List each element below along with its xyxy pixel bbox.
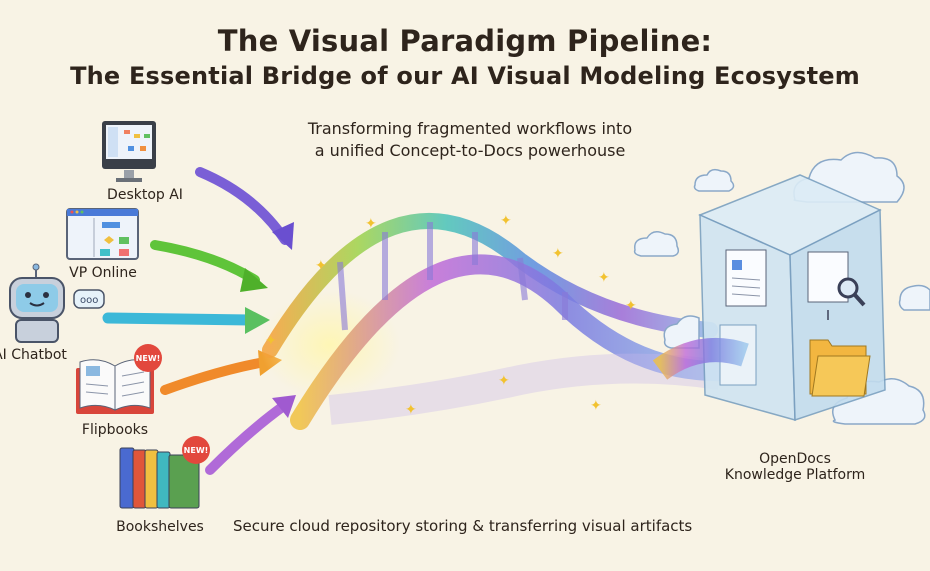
subtitle-line-2: a unified Concept-to-Docs powerhouse: [314, 141, 626, 160]
books-icon: [119, 447, 200, 509]
svg-text:✦: ✦: [590, 398, 602, 414]
svg-text:✦: ✦: [500, 213, 512, 229]
label-flipbooks: Flipbooks: [81, 422, 149, 438]
arrowhead-chatbot: [245, 307, 270, 334]
svg-text:✦: ✦: [498, 373, 510, 389]
browser-window-icon: [66, 208, 139, 260]
arrowhead-vponline: [240, 268, 268, 292]
label-bookshelves: Bookshelves: [116, 519, 204, 535]
arrow-desktop: [195, 167, 290, 245]
flow-arrows: [102, 167, 296, 475]
arrow-chatbot: [102, 312, 256, 326]
svg-text:✦: ✦: [265, 333, 277, 349]
search-document-icon: [807, 251, 866, 320]
svg-text:NEW!: NEW!: [184, 446, 209, 455]
svg-text:✦: ✦: [365, 216, 377, 232]
desktop-monitor-icon: [102, 121, 156, 182]
document-icon: [725, 249, 767, 307]
svg-text:✦: ✦: [598, 270, 610, 286]
destination-label: OpenDocs Knowledge Platform: [725, 451, 865, 483]
svg-text:✦: ✦: [552, 246, 564, 262]
label-desktop-ai: Desktop AI: [107, 187, 183, 203]
caption: Secure cloud repository storing & transf…: [233, 517, 693, 535]
svg-text:NEW!: NEW!: [136, 354, 161, 363]
label-vp-online: VP Online: [69, 265, 137, 281]
open-book-icon: [76, 359, 154, 414]
new-badge-bookshelves: NEW!: [182, 436, 210, 464]
svg-text:✦: ✦: [405, 402, 417, 418]
subtitle: Transforming fragmented workflows into a…: [240, 118, 700, 162]
arrowhead-bookshelves: [272, 395, 296, 418]
destination-line-2: Knowledge Platform: [724, 467, 866, 483]
arrow-flipbooks: [160, 357, 270, 395]
svg-text:✦: ✦: [625, 298, 637, 314]
destination-line-1: OpenDocs: [759, 451, 831, 467]
robot-icon: ooo: [9, 263, 105, 343]
glass-repository-icon: [652, 174, 886, 422]
svg-text:✦: ✦: [315, 258, 327, 274]
arrow-bookshelves: [205, 400, 290, 475]
subtitle-line-1: Transforming fragmented workflows into: [307, 119, 633, 138]
new-badge-flipbooks: NEW!: [134, 344, 162, 372]
title-line-1: The Visual Paradigm Pipeline:: [217, 24, 713, 58]
title-line-2: The Essential Bridge of our AI Visual Mo…: [70, 62, 860, 90]
arrowhead-desktop: [272, 222, 294, 250]
arrow-vponline: [150, 240, 260, 285]
svg-text:ooo: ooo: [80, 295, 98, 306]
label-ai-chatbot: AI Chatbot: [0, 347, 67, 363]
folder-icon: [809, 339, 871, 397]
